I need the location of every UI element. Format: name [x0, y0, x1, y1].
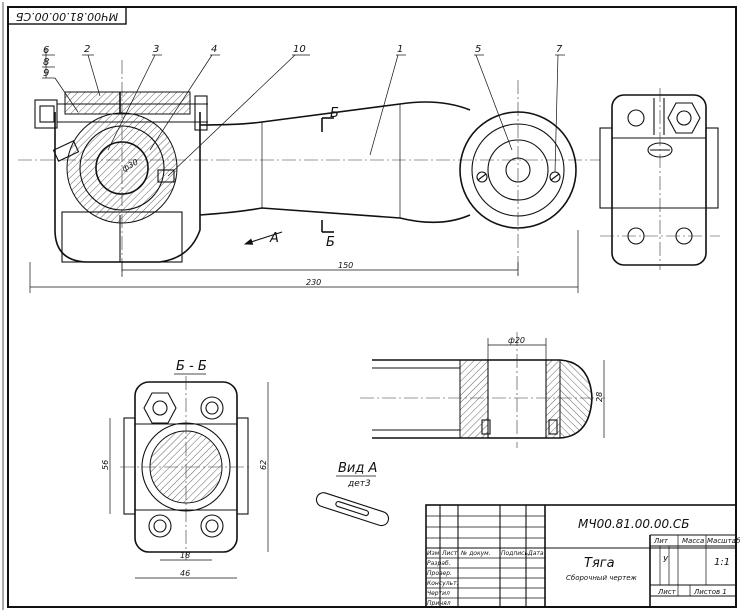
callout-5: 5 — [475, 44, 481, 55]
side-view — [599, 88, 720, 270]
callout-3: 3 — [153, 44, 159, 55]
callout-6: 6 — [43, 45, 49, 56]
designation-stamp-box — [7, 6, 127, 25]
view-arrow-label: А — [269, 231, 279, 246]
tb-col-sign: Подпись — [501, 550, 528, 557]
tb-col-izm: Изм — [427, 550, 440, 557]
tb-scale-label: Масштаб — [707, 537, 741, 545]
callout-4: 4 — [211, 44, 217, 55]
callout-2: 2 — [84, 44, 90, 55]
tb-part-name: Тяга — [584, 556, 615, 571]
callout-9: 9 — [43, 68, 49, 79]
drawing-frame — [7, 6, 737, 608]
dim-46: 46 — [180, 569, 190, 578]
dim-18: 18 — [180, 551, 190, 560]
tb-col-doc: № докум. — [460, 550, 491, 557]
tb-designation: МЧ00.81.00.00.СБ — [578, 517, 690, 531]
dim-62: 62 — [259, 460, 268, 470]
view-a: Вид А дет3 — [315, 461, 390, 527]
view-a-title: Вид А — [338, 461, 377, 476]
section-title: Б - Б — [176, 359, 207, 374]
main-view: Б Б А ф30 150 230 — [18, 60, 600, 293]
callouts: 6 8 9 2 3 4 10 1 5 7 — [42, 44, 565, 177]
callout-8: 8 — [43, 57, 49, 68]
tb-lit-label: Лит — [653, 537, 669, 545]
tb-scale: 1:1 — [714, 557, 730, 568]
dim-230: 230 — [306, 278, 321, 287]
callout-10: 10 — [293, 44, 306, 55]
view-a-sublabel: дет3 — [347, 479, 371, 489]
tb-letter: У — [663, 555, 669, 564]
callout-1: 1 — [397, 44, 403, 55]
dim-150: 150 — [338, 261, 353, 270]
tb-mass-label: Масса — [682, 537, 704, 545]
tb-row-1: Провер. — [427, 570, 452, 577]
tb-row-3: Чертил — [427, 590, 450, 597]
dim-hole-dia: ф20 — [508, 336, 525, 345]
designation-stamp: МЧ00.81.00.00.СБ — [16, 10, 118, 23]
eye-section: ф20 28 — [360, 332, 605, 448]
dim-56: 56 — [101, 460, 110, 470]
tb-sheet-label: Лист — [657, 588, 677, 596]
tb-col-list: Лист — [441, 550, 458, 557]
tb-row-0: Разраб. — [427, 560, 451, 567]
section-mark-bottom: Б — [326, 235, 335, 250]
section-mark-top: Б — [330, 106, 339, 121]
tb-col-date: Дата — [527, 550, 544, 557]
tb-row-2: Консульт. — [427, 580, 459, 587]
section-bb: Б - Б 56 62 18 46 — [101, 359, 269, 579]
tb-doc-type: Сборочный чертеж — [566, 574, 637, 582]
callout-7: 7 — [556, 44, 563, 55]
dim-28: 28 — [595, 392, 604, 402]
tb-sheets-label: Листов 1 — [693, 588, 727, 596]
tb-row-4: Принял — [427, 600, 451, 607]
title-block: Изм Лист № докум. Подпись Дата Разраб. П… — [425, 504, 741, 608]
